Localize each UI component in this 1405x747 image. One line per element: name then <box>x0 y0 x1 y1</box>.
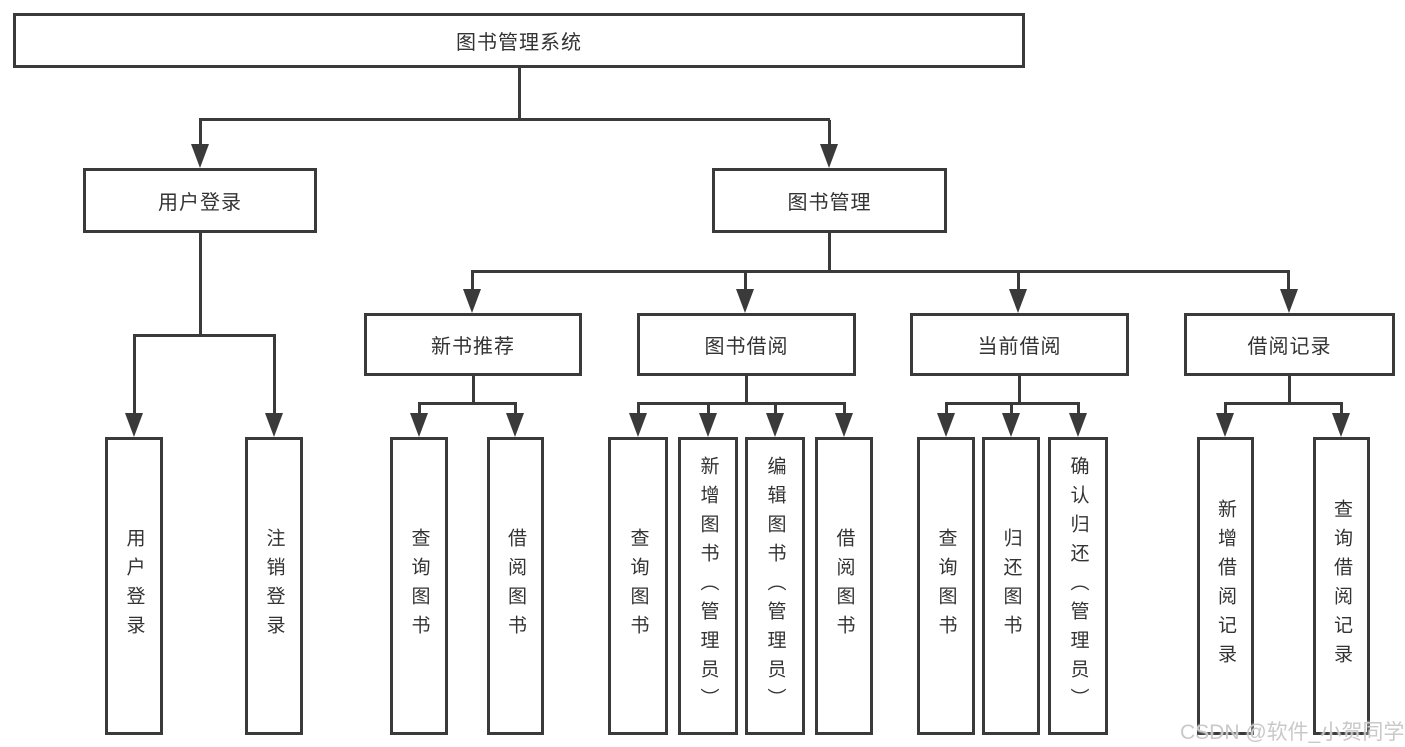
node-new-book-rec: 新书推荐 <box>364 313 582 376</box>
arrow-down-icon <box>937 413 955 437</box>
node-leaf-cb-confirm: 确认归还（管理员） <box>1048 437 1108 735</box>
connector-drop <box>774 402 777 416</box>
connector-group-rail <box>637 402 845 405</box>
arrow-down-icon <box>506 413 524 437</box>
node-label: 查询图书 <box>408 528 430 644</box>
node-current-borrow: 当前借阅 <box>910 313 1129 376</box>
arrow-down-icon <box>463 289 481 313</box>
node-label: 查询图书 <box>627 528 649 644</box>
node-book-mgmt: 图书管理 <box>712 168 947 233</box>
connector-drop <box>744 270 747 291</box>
node-user-login: 用户登录 <box>83 168 317 233</box>
node-label: 归还图书 <box>1000 528 1022 644</box>
arrow-down-icon <box>835 413 853 437</box>
node-leaf-bb-borrow: 借阅图书 <box>815 437 873 735</box>
arrow-down-icon <box>699 413 717 437</box>
arrow-down-icon <box>1332 413 1350 437</box>
connector-drop <box>514 402 517 416</box>
connector-root-stem <box>518 68 521 120</box>
node-leaf-br-query: 查询借阅记录 <box>1313 437 1370 735</box>
node-label: 新增图书（管理员） <box>697 455 719 717</box>
node-label: 注销登录 <box>263 528 285 644</box>
connector-drop <box>843 402 846 416</box>
connector-drop <box>1017 270 1020 291</box>
connector-userlogin-rail <box>133 334 275 337</box>
node-label: 编辑图书（管理员） <box>764 455 786 717</box>
connector-group-stem <box>472 376 475 404</box>
arrow-down-icon <box>766 413 784 437</box>
arrow-down-icon <box>1216 413 1234 437</box>
node-leaf-user-login: 用户登录 <box>105 437 163 735</box>
connector-drop <box>133 334 136 416</box>
connector-group-stem <box>1018 376 1021 404</box>
node-label: 确认归还（管理员） <box>1067 455 1089 717</box>
arrow-down-icon <box>629 413 647 437</box>
connector-group-stem <box>745 376 748 404</box>
connector-drop <box>199 120 202 146</box>
arrow-down-icon <box>191 144 209 168</box>
node-label: 查询借阅记录 <box>1331 499 1352 673</box>
connector-drop <box>1340 402 1343 416</box>
node-leaf-nbr-query: 查询图书 <box>390 437 448 735</box>
connector-group-stem <box>1288 376 1291 404</box>
node-leaf-logout: 注销登录 <box>245 437 303 735</box>
connector-drop <box>828 120 831 146</box>
node-borrow-record: 借阅记录 <box>1184 313 1395 376</box>
arrow-down-icon <box>736 289 754 313</box>
node-book-borrow: 图书借阅 <box>637 313 856 376</box>
arrow-down-icon <box>265 413 283 437</box>
node-label: 查询图书 <box>935 528 957 644</box>
node-label: 借阅图书 <box>505 528 526 644</box>
connector-drop <box>1010 402 1013 416</box>
connector-drop <box>1287 270 1290 291</box>
connector-drop <box>1224 402 1227 416</box>
node-leaf-bb-add: 新增图书（管理员） <box>678 437 738 735</box>
arrow-down-icon <box>820 144 838 168</box>
node-label: 新增借阅记录 <box>1215 499 1236 673</box>
connector-level2-rail <box>199 118 830 121</box>
connector-level3-rail <box>471 270 1290 273</box>
connector-bookmgmt-stem <box>828 233 831 272</box>
node-leaf-bb-edit: 编辑图书（管理员） <box>745 437 805 735</box>
connector-drop <box>707 402 710 416</box>
connector-drop <box>637 402 640 416</box>
node-root: 图书管理系统 <box>13 13 1025 68</box>
connector-drop <box>1077 402 1080 416</box>
connector-drop <box>273 334 276 416</box>
connector-group-rail <box>418 402 517 405</box>
arrow-down-icon <box>125 413 143 437</box>
node-label: 用户登录 <box>123 528 145 644</box>
watermark-text: CSDN @软件_小贺同学 <box>1180 721 1405 744</box>
node-leaf-nbr-borrow: 借阅图书 <box>487 437 544 735</box>
node-leaf-br-add: 新增借阅记录 <box>1197 437 1254 735</box>
connector-userlogin-stem <box>199 233 202 336</box>
node-leaf-cb-return: 归还图书 <box>982 437 1040 735</box>
arrow-down-icon <box>1009 289 1027 313</box>
connector-drop <box>418 402 421 416</box>
connector-group-rail <box>1224 402 1342 405</box>
connector-drop <box>471 270 474 291</box>
connector-drop <box>945 402 948 416</box>
arrow-down-icon <box>1069 413 1087 437</box>
arrow-down-icon <box>1002 413 1020 437</box>
arrow-down-icon <box>1280 289 1298 313</box>
arrow-down-icon <box>410 413 428 437</box>
node-leaf-cb-query: 查询图书 <box>917 437 975 735</box>
node-leaf-bb-query: 查询图书 <box>608 437 668 735</box>
node-label: 借阅图书 <box>833 528 855 644</box>
